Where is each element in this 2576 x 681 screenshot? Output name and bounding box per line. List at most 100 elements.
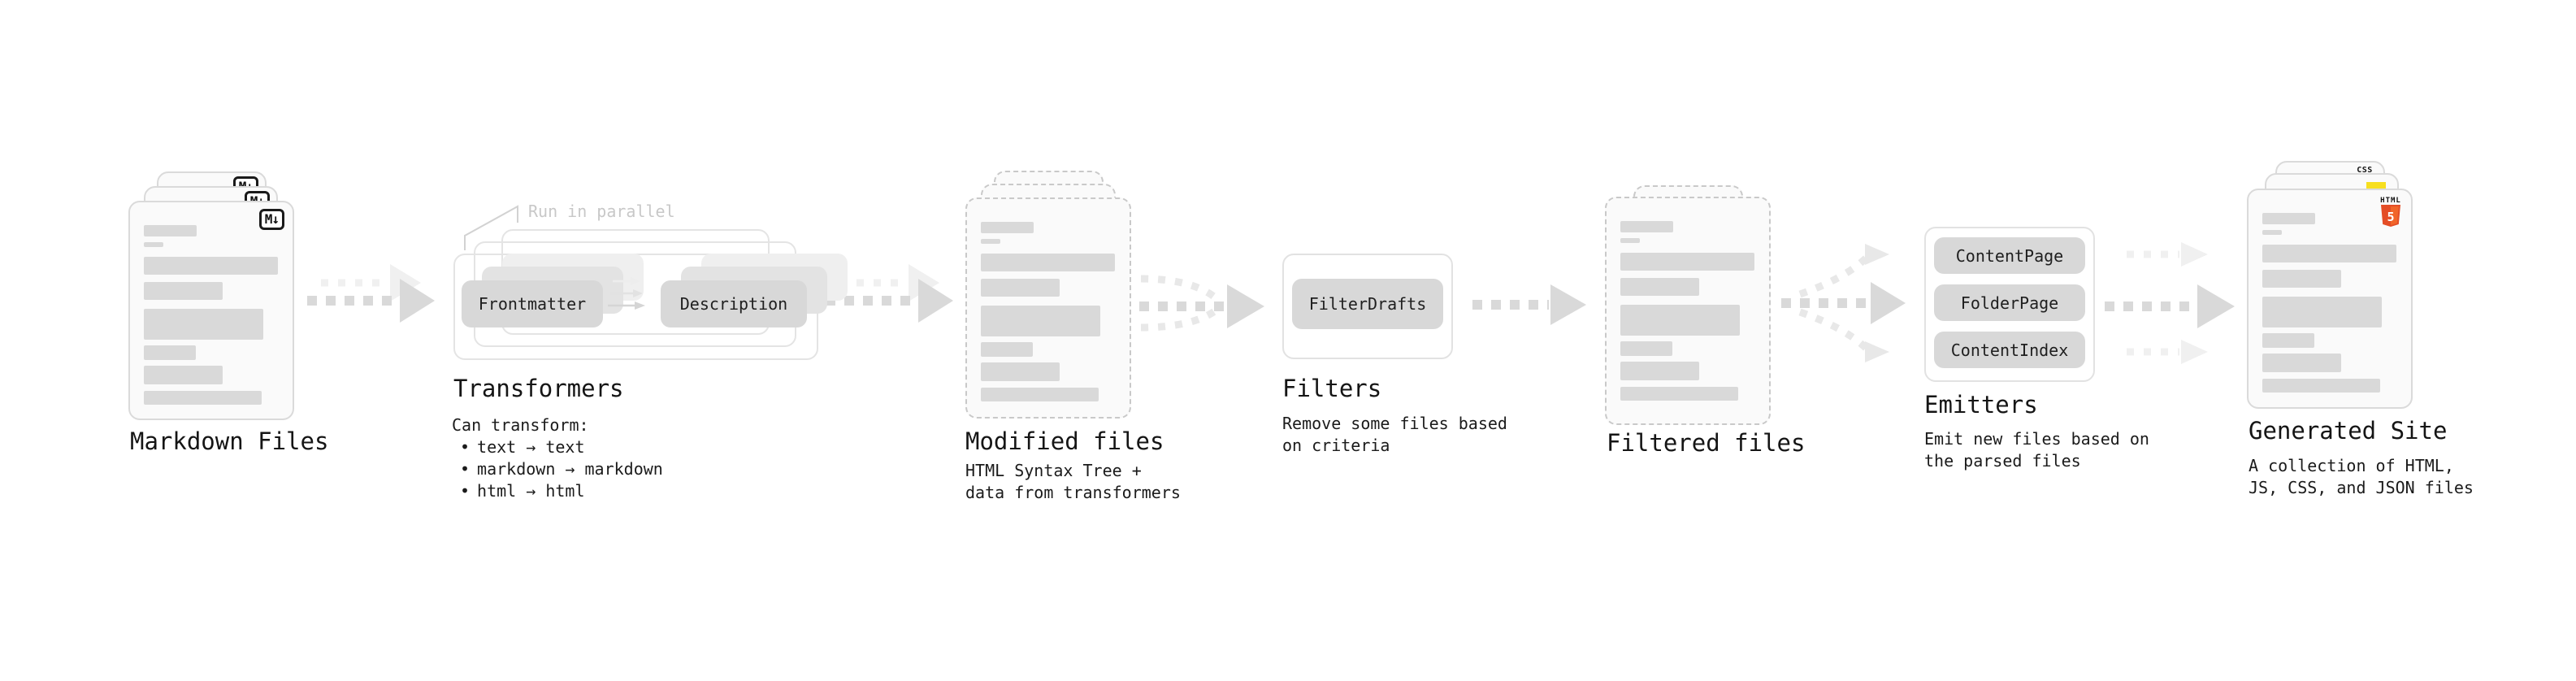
- generated-site-stack: CSS HTML 5: [2247, 161, 2450, 413]
- stage-label-modified-files: Modified files: [965, 427, 1164, 455]
- skeleton-bar: [144, 391, 262, 405]
- skeleton-bar: [981, 279, 1060, 297]
- skeleton-bar: [2262, 213, 2315, 224]
- bullet-line: • html → html: [452, 480, 663, 502]
- description-line: JS, CSS, and JSON files: [2249, 478, 2474, 497]
- skeleton-bar: [144, 282, 223, 300]
- stage-label-filters: Filters: [1282, 375, 1382, 402]
- markdown-badge: M↓: [258, 209, 284, 230]
- document-skeleton: [2262, 213, 2396, 393]
- contentindex-box: ContentIndex: [1934, 332, 2085, 368]
- markdown-page-front: M↓: [128, 201, 294, 420]
- filters-container: [1282, 254, 1453, 359]
- flow-arrow-filters-to-filtered: [1472, 284, 1586, 325]
- description-line: Remove some files based: [1282, 414, 1507, 433]
- description-line: HTML Syntax Tree +: [965, 461, 1142, 480]
- document-skeleton: [1620, 221, 1754, 401]
- skeleton-bar: [2262, 297, 2382, 327]
- flow-arrow-filtered-to-emitters-diverge: [1781, 244, 1906, 362]
- bullet-text: markdown → markdown: [477, 459, 663, 479]
- description-box-label: Description: [679, 294, 788, 314]
- bullet-glyph: •: [460, 437, 471, 457]
- skeleton-bar: [981, 342, 1033, 357]
- skeleton-bar: [2262, 230, 2282, 235]
- description-line: Can transform:: [452, 415, 589, 435]
- skeleton-bar: [1620, 221, 1673, 232]
- contentpage-box: ContentPage: [1934, 237, 2085, 274]
- bullet-line: • text → text: [452, 436, 663, 458]
- skeleton-bar: [981, 388, 1099, 401]
- skeleton-bar: [2262, 354, 2341, 372]
- generated-page-html: HTML 5: [2247, 189, 2413, 409]
- flow-arrow-emitters-to-generated: [2105, 242, 2235, 364]
- skeleton-bar: [144, 242, 163, 247]
- skeleton-bar: [1620, 253, 1754, 271]
- css-badge-label: CSS: [2357, 166, 2373, 175]
- transformers-description: Can transform: •text → text •markdown → …: [452, 414, 663, 502]
- document-skeleton: [144, 225, 278, 405]
- modified-page-front: [965, 197, 1131, 419]
- description-line: data from transformers: [965, 483, 1181, 502]
- filtered-page-front: [1605, 197, 1771, 425]
- modified-files-stack: [965, 171, 1169, 423]
- skeleton-bar: [1620, 305, 1740, 336]
- skeleton-bar: [2262, 333, 2314, 348]
- skeleton-bar: [981, 306, 1100, 336]
- skeleton-bar: [144, 309, 263, 340]
- bullet-text: html → html: [477, 481, 585, 501]
- frontmatter-box: Frontmatter: [462, 280, 603, 327]
- html5-badge-number: 5: [2387, 210, 2394, 224]
- emitters-description: Emit new files based on the parsed files: [1924, 428, 2149, 472]
- folderpage-box-label: FolderPage: [1960, 293, 2059, 313]
- skeleton-bar: [144, 225, 197, 236]
- description-line: A collection of HTML,: [2249, 456, 2454, 475]
- flow-arrow-transformers-to-modified: [826, 264, 953, 323]
- filterdrafts-box-label: FilterDrafts: [1308, 294, 1427, 314]
- filterdrafts-box: FilterDrafts: [1292, 279, 1443, 329]
- stage-label-markdown-files: Markdown Files: [130, 427, 329, 455]
- folderpage-box: FolderPage: [1934, 284, 2085, 321]
- leader-line: [464, 205, 518, 250]
- skeleton-bar: [981, 254, 1115, 271]
- skeleton-bar: [981, 239, 1000, 244]
- html5-shield-icon: 5: [2381, 205, 2400, 227]
- stage-label-emitters: Emitters: [1924, 391, 2038, 419]
- bullet-glyph: •: [460, 481, 471, 501]
- skeleton-bar: [144, 345, 196, 360]
- html5-badge: HTML 5: [2380, 197, 2401, 230]
- contentpage-box-label: ContentPage: [1955, 245, 2064, 266]
- bullet-text: text → text: [477, 437, 585, 457]
- frontmatter-box-label: Frontmatter: [478, 294, 587, 314]
- skeleton-bar: [1620, 362, 1699, 380]
- flow-arrow-modified-to-filters-converge: [1139, 275, 1264, 332]
- description-box: Description: [661, 280, 807, 327]
- skeleton-bar: [2262, 245, 2396, 262]
- description-line: the parsed files: [1924, 451, 2081, 471]
- html5-badge-word: HTML: [2380, 197, 2401, 205]
- skeleton-bar: [1620, 387, 1738, 401]
- skeleton-bar: [981, 362, 1060, 381]
- document-skeleton: [981, 222, 1115, 401]
- stage-label-filtered-files: Filtered files: [1607, 429, 1806, 457]
- skeleton-bar: [1620, 238, 1640, 243]
- skeleton-bar: [2262, 270, 2341, 288]
- flow-arrow-markdown-to-transformers: [307, 264, 435, 323]
- skeleton-bar: [1620, 278, 1699, 296]
- description-line: Emit new files based on: [1924, 429, 2149, 449]
- emitters-container: [1924, 227, 2095, 382]
- bullet-line: •markdown → markdown: [452, 458, 663, 480]
- markdown-files-stack: M↓ M↓ M↓: [128, 171, 332, 423]
- parallel-annotation: Run in parallel: [528, 202, 675, 221]
- parallel-mini-arrows: [608, 277, 645, 310]
- skeleton-bar: [2262, 379, 2380, 393]
- skeleton-bar: [981, 222, 1034, 233]
- skeleton-bar: [144, 366, 223, 384]
- stage-label-transformers: Transformers: [453, 375, 624, 402]
- generated-site-description: A collection of HTML, JS, CSS, and JSON …: [2249, 455, 2474, 499]
- description-line: on criteria: [1282, 436, 1390, 455]
- skeleton-bar: [1620, 341, 1672, 356]
- modified-files-description: HTML Syntax Tree + data from transformer…: [965, 460, 1181, 504]
- filters-description: Remove some files based on criteria: [1282, 413, 1507, 457]
- contentindex-box-label: ContentIndex: [1950, 340, 2069, 360]
